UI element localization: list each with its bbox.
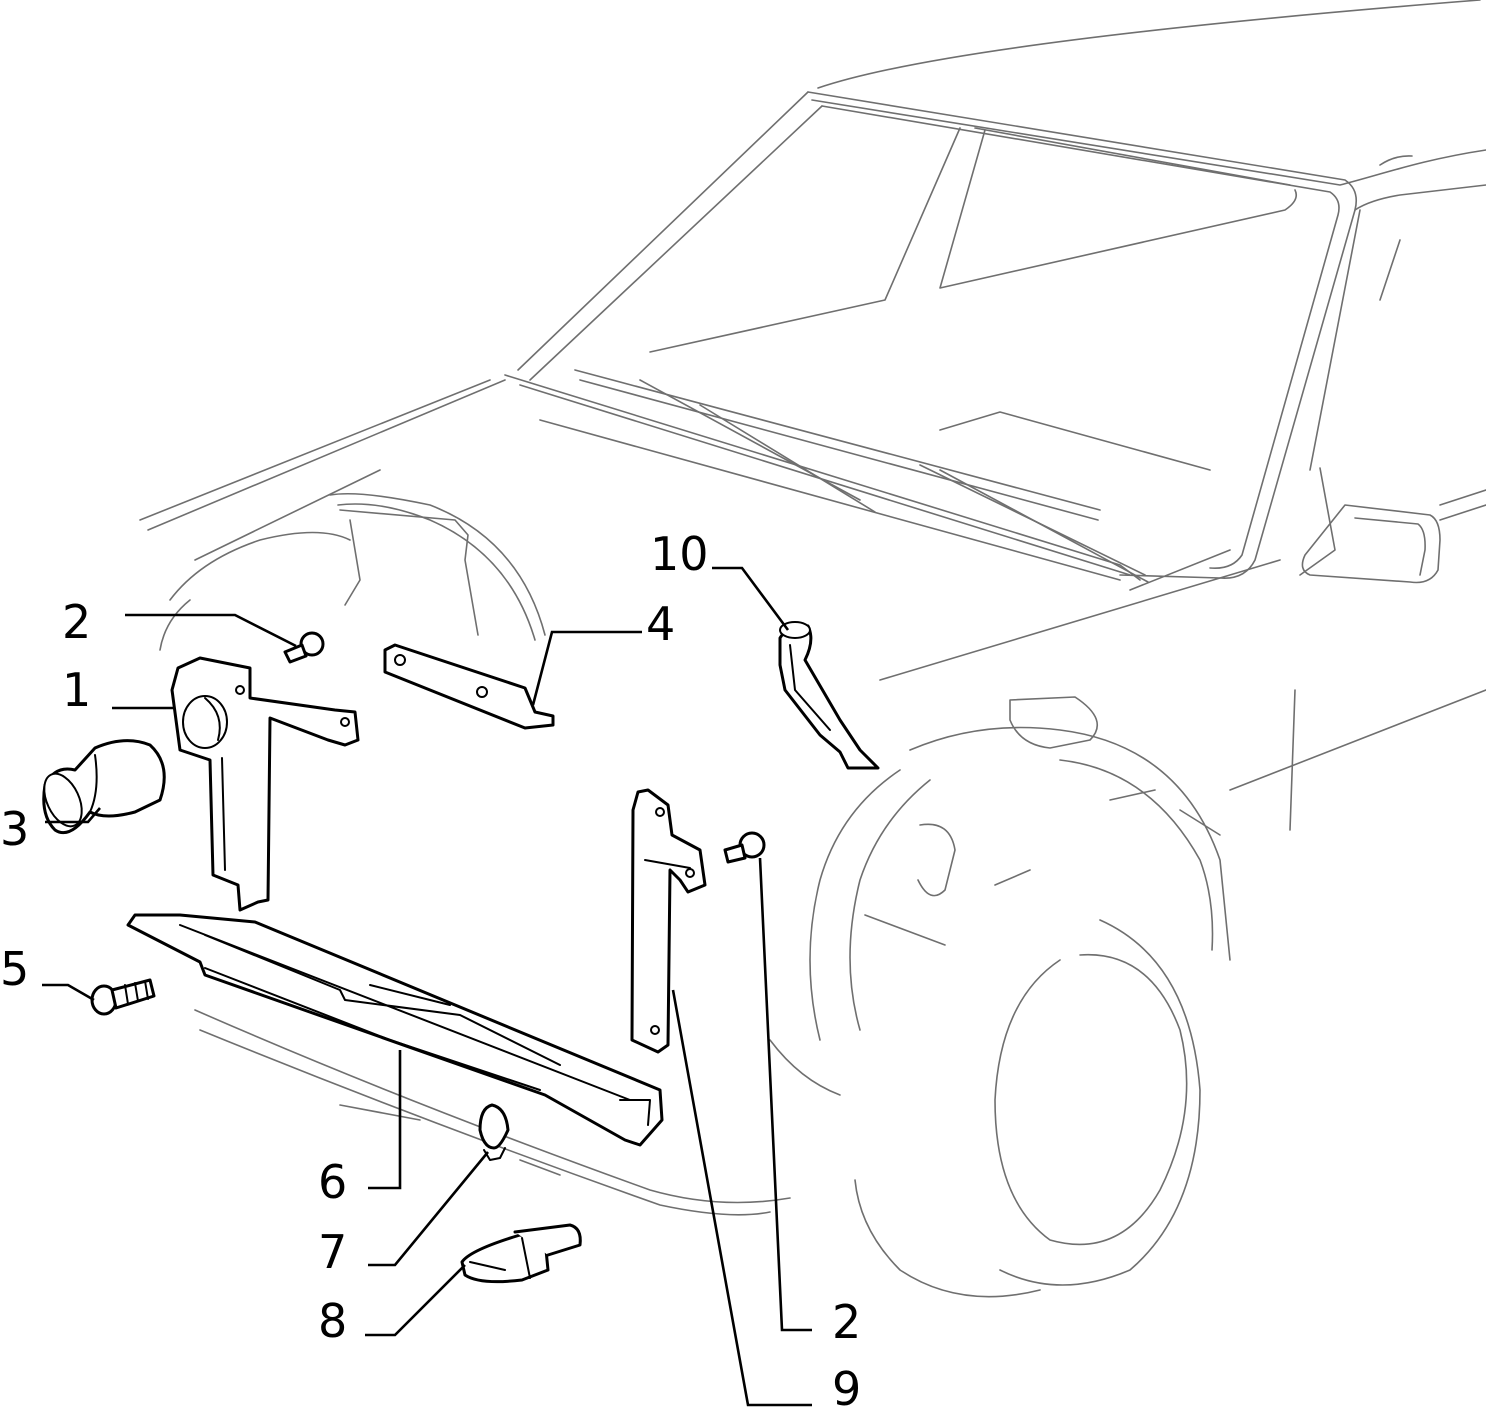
left-support-bracket (170, 656, 360, 912)
leader-4 (531, 630, 642, 706)
leader-lines (42, 566, 812, 1407)
callout-2a: 2 (62, 595, 91, 649)
leader-7 (368, 1151, 490, 1267)
lower-cross-member (126, 913, 664, 1147)
callout-7: 7 (318, 1225, 347, 1279)
callout-9: 9 (832, 1362, 861, 1410)
car-body-outline (139, 0, 1486, 1298)
callout-4: 4 (646, 597, 675, 651)
fastener-left (283, 631, 325, 664)
leader-2b (758, 857, 812, 1332)
drain-tube (778, 621, 880, 770)
clip (478, 1103, 510, 1161)
screw (90, 978, 156, 1016)
rivet-plug (460, 1223, 582, 1284)
callout-5: 5 (0, 942, 29, 996)
leader-10 (712, 566, 790, 631)
upper-bracket-strip (383, 643, 555, 730)
leader-6 (368, 1050, 402, 1190)
callout-2b: 2 (832, 1295, 861, 1349)
fastener-right (723, 831, 766, 864)
callout-10: 10 (650, 527, 709, 581)
leader-5 (42, 983, 95, 1002)
right-support-bracket (630, 788, 707, 1054)
air-duct-sleeve (42, 739, 166, 835)
leader-9 (671, 989, 812, 1407)
callout-labels: 1 2 3 4 5 6 7 8 2 9 10 (0, 527, 861, 1410)
callout-3: 3 (0, 802, 29, 856)
leader-3 (45, 807, 101, 824)
callout-1: 1 (62, 663, 91, 717)
callout-6: 6 (318, 1155, 347, 1209)
callout-8: 8 (318, 1294, 347, 1348)
leader-8 (365, 1264, 466, 1337)
leader-2a (125, 613, 297, 648)
